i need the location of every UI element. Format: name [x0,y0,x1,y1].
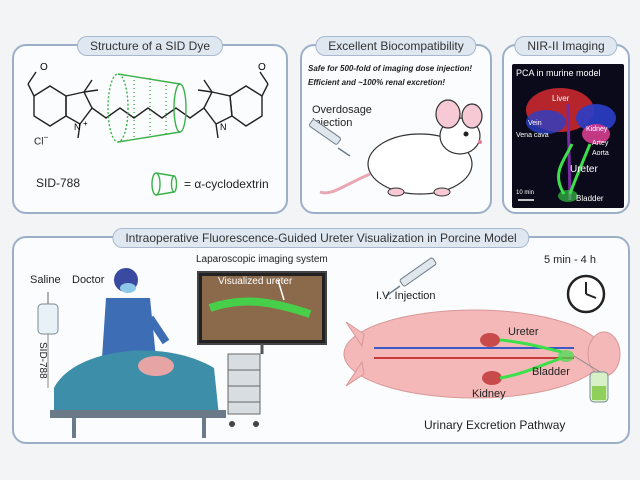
left-methoxy-bond [27,83,35,97]
nir-panel: NIR-II Imaging PCA in murine model Liver… [502,36,630,214]
svg-text:O: O [40,62,48,73]
structure-panel: Structure of a SID Dye O O N + N [12,36,288,214]
pig-bladder-label: Bladder [532,366,570,378]
svg-text:N: N [220,122,227,132]
pig-illustration [343,309,621,399]
saline-bag-icon [37,292,59,388]
operating-table [50,410,226,418]
imaging-cart [227,344,264,427]
counter-ion: Cl− [34,132,49,148]
clock-icon [566,274,606,314]
nir-title: NIR-II Imaging [514,36,618,56]
biocompat-line2: Efficient and ~100% renal excretion! [308,78,446,87]
right-pyrrole-ring [203,91,233,125]
right-benzene-ring [229,85,263,127]
pig-ureter-label: Ureter [508,326,539,338]
cyclodextrin-legend-label: = α-cyclodextrin [184,177,269,191]
nir-image: PCA in murine model Liver Vein Vena cava… [512,64,624,208]
svg-text:+: + [83,119,88,128]
nir-vena-cava: Vena cava [516,132,549,139]
mouse-ear [435,99,461,129]
nir-subtitle: PCA in murine model [516,68,601,78]
nir-kidney: Kidney [586,126,608,133]
nir-time: 10 min [516,190,535,196]
cyclodextrin-cone [107,73,187,143]
monitor-screen [197,271,327,345]
svg-text:O: O [258,62,266,73]
urine-bag-icon [573,355,609,403]
intraop-title: Intraoperative Fluorescence-Guided Urete… [112,228,530,248]
cyclodextrin-legend-icon [151,172,178,196]
dye-name-label: SID-788 [36,176,81,190]
iv-label: I.V. Injection [376,290,436,302]
dye-structure-drawing: O O N + N [27,62,269,196]
nir-image-drawing [518,88,616,202]
pig-kidney-label: Kidney [472,388,506,400]
surgical-site [138,356,174,376]
pathway-label: Urinary Excretion Pathway [424,418,566,432]
nir-ureter: Ureter [570,164,598,175]
saline-label: Saline [30,274,61,286]
time-range-label: 5 min - 4 h [544,254,596,266]
nir-liver: Liver [552,94,570,103]
left-pyrrole-ring [65,91,93,125]
mouse-tail [319,172,371,195]
biocompat-line1: Safe for 500-fold of imaging dose inject… [308,64,473,73]
svg-text:N: N [74,122,81,132]
nir-vein: Vein [528,120,542,127]
intraop-panel: Intraoperative Fluorescence-Guided Urete… [12,228,630,444]
doctor-figure [102,268,170,358]
mouse-illustration [309,99,483,197]
biocompat-panel: Excellent Biocompatibility Safe for 500-… [300,36,492,214]
doctor-label: Doctor [72,274,105,286]
visualized-ureter-label: Visualized ureter [218,276,293,287]
surgery-illustration [37,257,621,438]
surgical-drape [54,350,219,416]
nir-aorta: Aorta [592,150,609,157]
left-benzene-ring [33,85,67,127]
laparoscopic-label: Laparoscopic imaging system [196,254,328,265]
biocompat-title: Excellent Biocompatibility [315,36,477,56]
iv-syringe-icon [385,257,437,297]
syringe-icon [309,119,351,157]
nir-bladder: Bladder [576,194,604,203]
nir-artery: Artey [592,140,609,147]
structure-title: Structure of a SID Dye [76,36,224,56]
sid788-label: SID-788 [37,342,48,379]
